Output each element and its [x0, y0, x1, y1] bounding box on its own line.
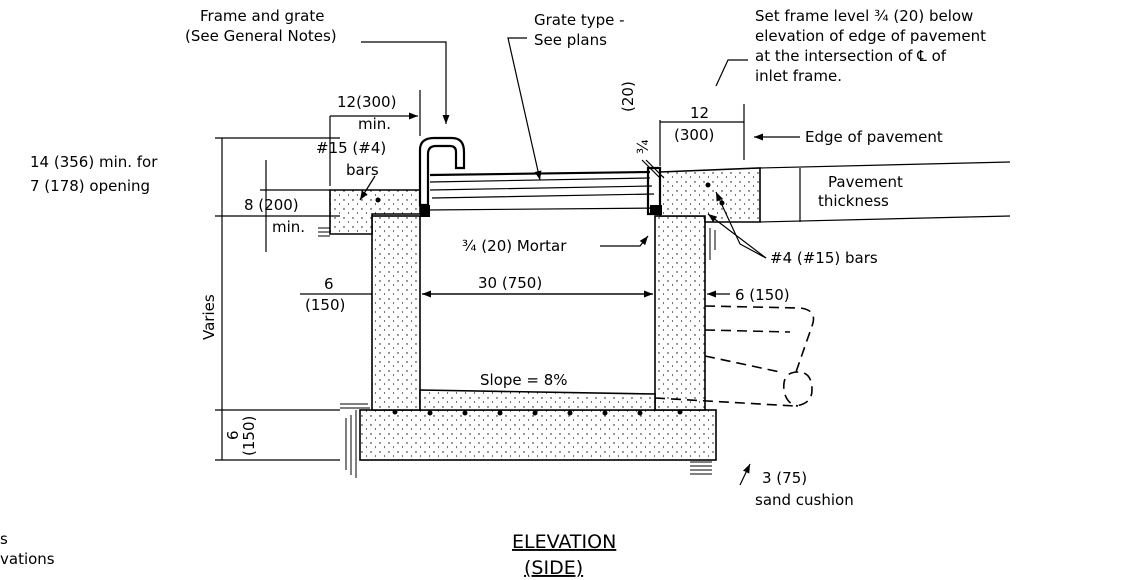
label-varies: Varies	[200, 294, 218, 340]
concrete-structure	[329, 161, 1011, 461]
label-dim-right-12: 12	[690, 104, 709, 122]
label-dim-min-top: min.	[358, 115, 391, 133]
label-dim-12-300-top: 12(300)	[337, 93, 396, 111]
right-wall	[654, 215, 706, 411]
label-set-frame-1: Set frame level ¾ (20) below	[755, 7, 973, 25]
label-dim-30: 30 (750)	[478, 274, 542, 292]
label-dim-14-1: 14 (356) min. for	[30, 153, 158, 171]
label-sand-1: 3 (75)	[762, 469, 807, 487]
label-dim-6-bottom: 6	[224, 430, 242, 440]
drawing-title: ELEVATION	[512, 531, 616, 553]
label-dim-right-300: (300)	[674, 126, 714, 144]
label-bars-15-2: bars	[346, 161, 379, 179]
label-bars-4: #4 (#15) bars	[770, 249, 878, 267]
frame-hood	[418, 136, 466, 207]
label-bars-15-1: #15 (#4)	[316, 139, 386, 157]
pavement-slab	[659, 167, 761, 223]
label-mortar: ¾ (20) Mortar	[462, 237, 567, 255]
label-dim-6-left: 6	[324, 275, 334, 293]
label-pavement-1: Pavement	[828, 173, 903, 191]
label-dim-150-bottom: (150)	[240, 416, 258, 456]
label-dim-150-left: (150)	[305, 296, 345, 314]
label-frame-grate-2: (See General Notes)	[185, 27, 337, 45]
label-dim-vert-34: ¾	[634, 139, 652, 154]
left-wall	[371, 215, 421, 411]
label-slope: Slope = 8%	[480, 371, 568, 389]
label-dim-6-right: 6 (150)	[735, 286, 790, 304]
label-frame-grate-1: Frame and grate	[200, 7, 324, 25]
label-partial-2: vations	[0, 550, 55, 568]
drawing-subtitle: (SIDE)	[524, 557, 583, 579]
label-set-frame-2: elevation of edge of pavement	[755, 27, 986, 45]
base-slab	[359, 409, 717, 461]
annotations: Frame and grate (See General Notes) Grat…	[0, 7, 986, 579]
inlet-frame	[418, 136, 663, 217]
label-sand-2: sand cushion	[755, 491, 854, 509]
label-dim-14-2: 7 (178) opening	[30, 177, 150, 195]
outlet-pipe	[654, 305, 815, 407]
label-partial-1: s	[0, 530, 8, 548]
label-dim-vert-20: (20)	[619, 81, 637, 112]
label-edge-pavement: Edge of pavement	[805, 128, 943, 146]
label-dim-8: 8 (200)	[244, 196, 299, 214]
ground-hatching	[318, 227, 716, 478]
label-grate-type-2: See plans	[534, 31, 607, 49]
rebar-dots	[375, 182, 725, 416]
label-set-frame-4: inlet frame.	[755, 67, 842, 85]
label-grate-type-1: Grate type -	[534, 11, 625, 29]
dimension-lines	[215, 37, 801, 486]
sloped-floor	[419, 389, 656, 411]
label-pavement-2: thickness	[818, 192, 889, 210]
label-set-frame-3: at the intersection of ℄ of	[755, 47, 947, 65]
label-dim-8-min: min.	[272, 218, 305, 236]
